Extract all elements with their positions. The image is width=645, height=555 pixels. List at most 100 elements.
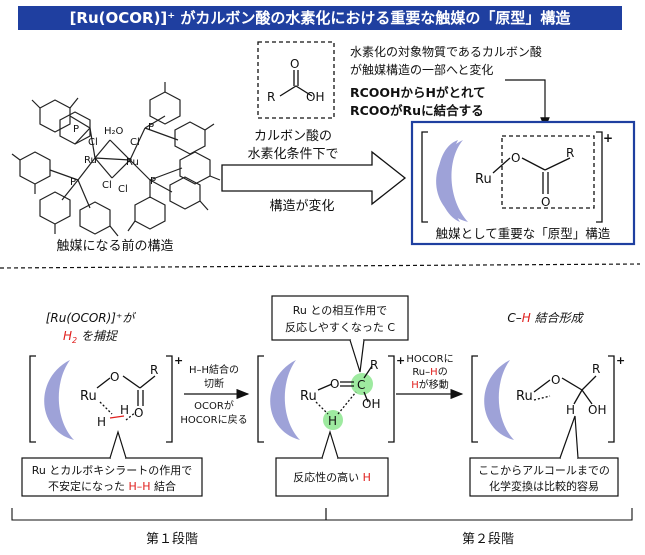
acid-r: R (267, 90, 275, 104)
note-line-3: RCOOHからHがとれて (350, 85, 486, 100)
ru-label-1: Ru (84, 155, 97, 166)
intermediate-oh: OH (362, 397, 380, 411)
stage1-ru: Ru (80, 389, 97, 404)
stage2-callout-pointer (559, 415, 579, 459)
p-label-3: P (148, 122, 154, 133)
stage2-callout-1: ここからアルコールまでの (478, 464, 610, 477)
acid-o: O (290, 57, 299, 71)
phase2-label: 第２段階 (462, 532, 514, 547)
stage1-o2: O (134, 406, 143, 420)
intermediate-r: R (370, 358, 378, 372)
intermediate-callout-pointer (349, 339, 365, 373)
stage1-r: R (150, 363, 158, 377)
p-label-1: P (73, 124, 79, 135)
intermediate-ru: Ru (300, 389, 317, 404)
stage1-h1: H (97, 415, 106, 429)
stage1-bonds (96, 375, 156, 421)
stage2-oh: OH (588, 403, 606, 417)
p-label-2: P (70, 177, 76, 188)
stage2-arrow-2: Ru–Hの (412, 367, 447, 378)
stage1-title-1: [Ru(OCOR)]⁺が (46, 311, 137, 325)
precatalyst-label: 触媒になる前の構造 (56, 238, 173, 254)
note-line-2: が触媒構造の一部へと変化 (350, 62, 493, 77)
section-divider (0, 263, 641, 269)
transform-arrow (221, 150, 407, 206)
header-title: [Ru(OCOR)]⁺ がカルボン酸の水素化における重要な触媒の「原型」構造 (18, 6, 622, 30)
stage1-arrow-4: HOCORに戻る (180, 413, 247, 426)
note-arrow (505, 79, 550, 130)
prototype-bonds (492, 157, 571, 194)
intermediate-callout-box (271, 295, 409, 341)
stage2-h: H (566, 403, 575, 417)
stage2-crescent (484, 360, 514, 440)
cl-label-1: Cl (88, 137, 98, 148)
prototype-o1: O (511, 151, 520, 165)
arrow-text-2: 水素化条件下で (247, 146, 338, 162)
stage1-brackets (29, 355, 173, 443)
cl-label-3: Cl (102, 180, 112, 191)
phase-brackets (11, 508, 633, 521)
precatalyst-atoms: Ru Ru Cl Cl Cl Cl H₂O P P P P (70, 122, 156, 195)
prototype-o2: O (541, 195, 550, 209)
intermediate-c: C (357, 378, 365, 392)
stage1-h2: H (120, 403, 129, 417)
intermediate-brackets (257, 355, 395, 443)
prototype-caption: 触媒として重要な「原型」構造 (436, 226, 611, 241)
stage1-crescent (44, 360, 74, 440)
acid-oh: OH (306, 90, 324, 104)
stage1-callout-pointer (109, 429, 127, 459)
intermediate-bonds (315, 365, 373, 415)
intermediate-o: O (330, 377, 339, 391)
stage2-arrow-1: HOCORに (406, 353, 453, 365)
prototype-crescent-body (436, 140, 468, 222)
prototype-dashed-box (501, 135, 595, 209)
stage2-title: C–H 結合形成 (507, 311, 584, 325)
stage1-o1: O (110, 370, 119, 384)
intermediate-h-highlight (323, 410, 343, 430)
stage2-brackets (471, 355, 615, 443)
stage1-title-2: H2 を捕捉 (63, 329, 119, 345)
arrow-text-3: 構造が変化 (269, 198, 334, 214)
stage2-plus: + (616, 354, 625, 367)
ru-label-2: Ru (126, 157, 139, 168)
stage2-bonds (533, 375, 597, 405)
stage1-arrow-3: OCORが (194, 399, 234, 412)
prototype-brackets (421, 131, 603, 223)
note-line-1: 水素化の対象物質であるカルボン酸 (350, 44, 542, 59)
stage2-r: R (592, 362, 600, 376)
stage2-callout-2: 化学変換は比較的容易 (489, 479, 599, 493)
stage1-callout-2: 不安定になった H–H 結合 (48, 479, 176, 493)
h2o-label: H₂O (104, 126, 124, 137)
stage1-plus: + (174, 354, 183, 367)
p-label-4: P (150, 176, 156, 187)
prototype-plus: + (603, 131, 613, 145)
intermediate-callout-1: Ru との相互作用で (293, 304, 388, 317)
acid-bonds (279, 70, 313, 97)
stage2-ru: Ru (516, 389, 533, 404)
precatalyst-structure (11, 82, 221, 237)
prototype-r: R (566, 146, 574, 160)
stage1-callout-1: Ru とカルボキシラートの作用で (32, 464, 193, 477)
intermediate-h-callout-pointer (321, 429, 339, 459)
stage2-callout-box (469, 457, 619, 497)
intermediate-h: H (328, 414, 337, 428)
intermediate-crescent (270, 360, 300, 440)
note-line-4: RCOOがRuに結合する (350, 103, 484, 118)
stage1-callout-box (21, 457, 203, 497)
intermediate-c-highlight (351, 373, 373, 395)
acid-box (257, 41, 335, 119)
intermediate-plus: + (396, 354, 405, 367)
phase1-label: 第１段階 (146, 532, 198, 547)
cl-label-4: Cl (118, 184, 128, 195)
intermediate-callout-2: 反応しやすくなった C (285, 320, 395, 334)
intermediate-h-callout-box (275, 457, 389, 497)
intermediate-h-callout: 反応性の高い H (293, 470, 371, 484)
prototype-ru: Ru (475, 172, 492, 187)
stage2-arrow-3: Hが移動 (411, 378, 449, 391)
arrow-text-1: カルボン酸の (254, 129, 332, 144)
stage1-arrow-1: H–H結合の (189, 363, 239, 376)
stage2-o: O (551, 373, 560, 387)
cl-label-2: Cl (130, 137, 140, 148)
stage1-arrow-2: 切断 (204, 377, 224, 390)
